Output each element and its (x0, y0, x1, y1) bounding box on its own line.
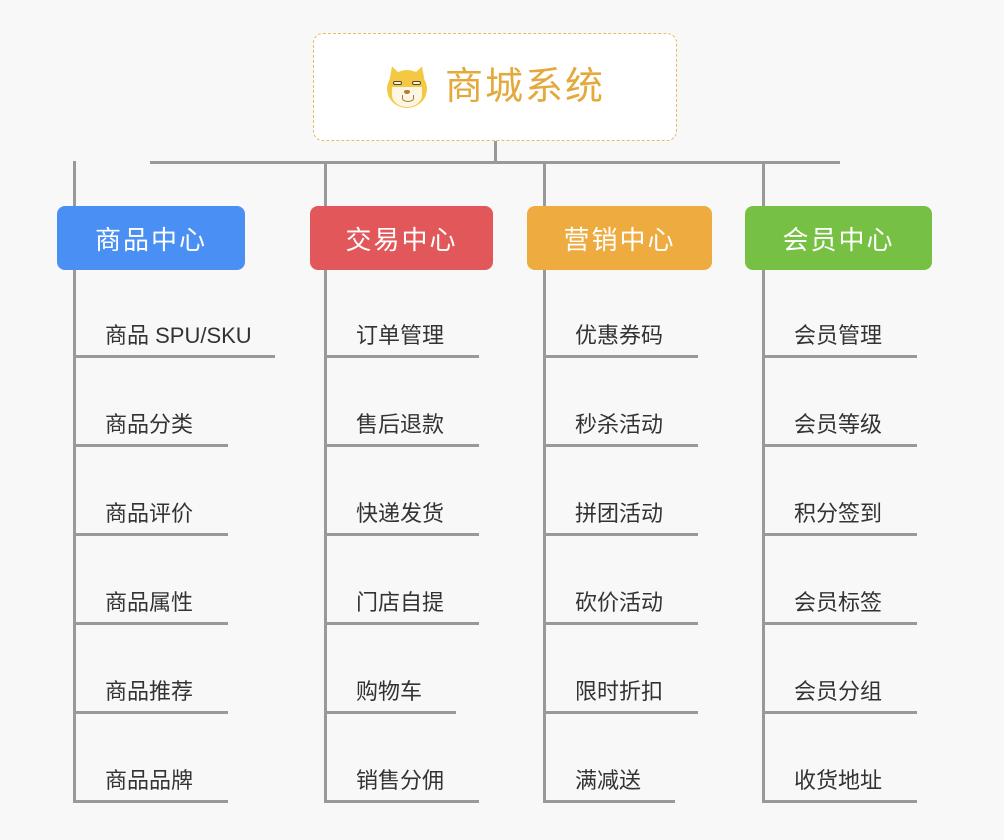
leaf-item-label[interactable]: 商品品牌 (105, 768, 194, 793)
leaf-underline (543, 711, 698, 714)
leaf-item-label[interactable]: 满减送 (575, 768, 642, 793)
leaf-item-label[interactable]: 会员管理 (794, 323, 883, 348)
leaf-underline (762, 355, 917, 358)
leaf-item-label[interactable]: 秒杀活动 (575, 412, 664, 437)
leaf-item-label[interactable]: 商品属性 (105, 590, 194, 615)
leaf-item-label[interactable]: 快递发货 (356, 501, 445, 526)
leaf-underline (543, 800, 675, 803)
category-header-4[interactable]: 会员中心 (745, 206, 932, 270)
category-header-1[interactable]: 商品中心 (57, 206, 245, 270)
leaf-item-label[interactable]: 商品评价 (105, 501, 194, 526)
root-node[interactable]: 商城系统 (313, 33, 677, 141)
leaf-underline (324, 533, 479, 536)
leaf-underline (762, 711, 917, 714)
connector-drop-3 (543, 161, 546, 206)
leaf-underline (543, 444, 698, 447)
leaf-item-label[interactable]: 商品推荐 (105, 679, 194, 704)
leaf-item-label[interactable]: 会员分组 (794, 679, 883, 704)
category-stem-4 (762, 270, 765, 803)
category-stem-3 (543, 270, 546, 803)
leaf-item-label[interactable]: 售后退款 (356, 412, 445, 437)
leaf-underline (73, 533, 228, 536)
dog-face-icon (385, 64, 431, 110)
leaf-item-label[interactable]: 购物车 (356, 679, 423, 704)
root-title: 商城系统 (444, 66, 605, 108)
leaf-item-label[interactable]: 收货地址 (794, 768, 883, 793)
leaf-underline (324, 622, 479, 625)
category-header-2[interactable]: 交易中心 (310, 206, 493, 270)
connector-drop-2 (324, 161, 327, 206)
leaf-underline (73, 800, 228, 803)
leaf-item-label[interactable]: 商品分类 (105, 412, 194, 437)
connector-drop-4 (762, 161, 765, 206)
leaf-item-label[interactable]: 限时折扣 (575, 679, 664, 704)
category-stem-2 (324, 270, 327, 803)
leaf-underline (543, 622, 698, 625)
leaf-underline (543, 533, 698, 536)
leaf-item-label[interactable]: 商品 SPU/SKU (105, 323, 252, 348)
leaf-underline (324, 444, 479, 447)
leaf-underline (762, 533, 917, 536)
leaf-item-label[interactable]: 砍价活动 (575, 590, 664, 615)
leaf-underline (73, 711, 228, 714)
category-stem-1 (73, 270, 76, 803)
leaf-underline (73, 355, 275, 358)
leaf-item-label[interactable]: 订单管理 (356, 323, 445, 348)
connector-horizontal-bus (150, 161, 840, 164)
leaf-item-label[interactable]: 优惠券码 (575, 323, 664, 348)
connector-drop-1 (73, 161, 76, 206)
leaf-underline (762, 622, 917, 625)
leaf-underline (762, 444, 917, 447)
leaf-item-label[interactable]: 会员标签 (794, 590, 883, 615)
leaf-underline (73, 444, 228, 447)
leaf-underline (762, 800, 917, 803)
leaf-underline (73, 622, 228, 625)
leaf-underline (324, 711, 456, 714)
leaf-item-label[interactable]: 拼团活动 (575, 501, 664, 526)
leaf-item-label[interactable]: 销售分佣 (356, 768, 445, 793)
category-header-3[interactable]: 营销中心 (527, 206, 712, 270)
leaf-underline (543, 355, 698, 358)
leaf-underline (324, 800, 479, 803)
leaf-item-label[interactable]: 门店自提 (356, 590, 445, 615)
leaf-item-label[interactable]: 积分签到 (794, 501, 883, 526)
leaf-item-label[interactable]: 会员等级 (794, 412, 883, 437)
leaf-underline (324, 355, 479, 358)
connector-root-vertical (494, 141, 497, 162)
